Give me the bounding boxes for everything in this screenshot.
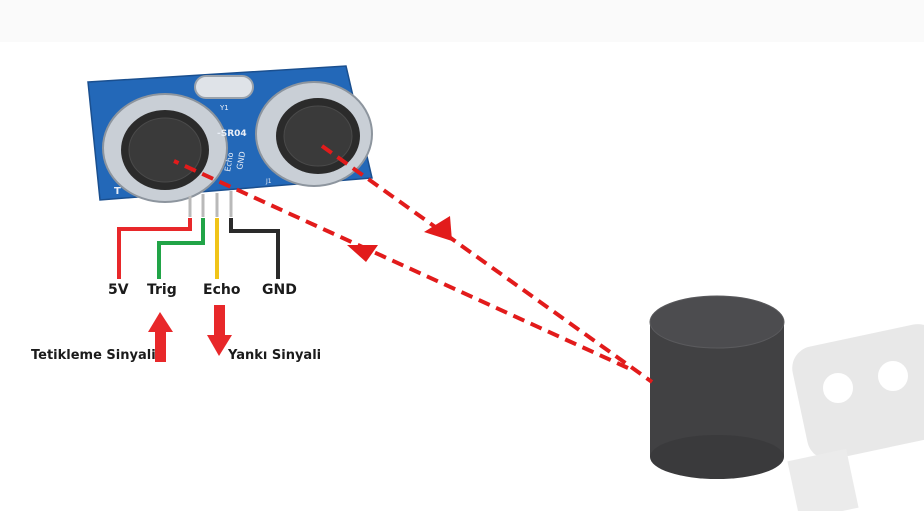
pin-label-5v: 5V [108,282,129,298]
trigger-up-arrow [148,312,173,362]
top-band [0,0,924,42]
wires [117,218,280,279]
silk-t: T [114,186,121,197]
beam-outgoing-arrowhead [424,216,452,241]
transducer-right [255,81,373,187]
beam-return [173,159,629,370]
transducer-left [102,93,228,203]
beam-outgoing [320,144,654,384]
sensor-module: Y1 -SR04 Echo GND T J1 [87,65,373,217]
echo-down-arrow [207,305,232,356]
silk-j1: J1 [265,178,272,185]
wire-gnd [229,218,280,279]
trigger-signal-label: Tetikleme Sinyali [31,348,156,363]
crystal-oscillator [194,75,254,99]
model-label: -SR04 [217,129,247,139]
pin-label-trig: Trig [147,282,177,298]
wire-trig [157,218,205,279]
crystal-label: Y1 [219,104,229,112]
obstacle-cylinder [649,295,785,479]
pin-label-echo: Echo [203,282,241,298]
wire-5v [117,218,192,279]
echo-signal-label: Yankı Sinyali [228,348,322,363]
header-pins [188,191,233,217]
beam-return-arrowhead [347,245,378,262]
silk-echo: Echo [223,152,235,173]
silk-gnd: GND [235,151,247,171]
beams [173,144,654,384]
robot-watermark [787,324,924,511]
pin-label-gnd: GND [262,282,297,298]
